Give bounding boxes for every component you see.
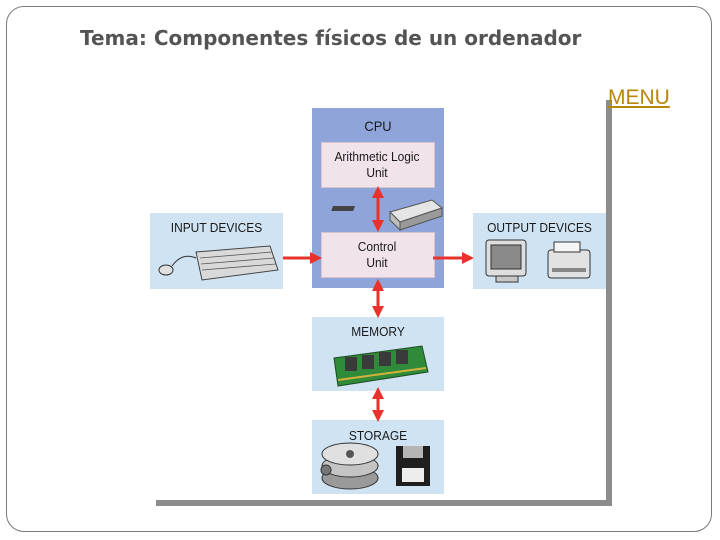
alu-label: Arithmetic Logic Unit: [334, 149, 420, 180]
slide-title: Tema: Componentes físicos de un ordenado…: [80, 26, 582, 50]
alu-box: [321, 142, 435, 188]
memory-chip-icon: [333, 345, 429, 387]
printer-icon: [331, 199, 444, 232]
storage-label: STORAGE: [348, 428, 408, 443]
hard-disk-icon: [320, 442, 379, 490]
control-unit-label: Control Unit: [357, 239, 397, 270]
cpu-label: CPU: [364, 118, 392, 134]
control-unit-box: [321, 232, 435, 278]
menu-link[interactable]: MENU: [608, 86, 670, 109]
output-devices-label: OUTPUT DEVICES: [487, 220, 592, 235]
keyboard-icon: [195, 245, 279, 281]
floppy-disk-icon: [396, 446, 430, 486]
memory-label: MEMORY: [351, 324, 405, 339]
output-printer-icon: [547, 241, 591, 279]
input-devices-label: INPUT DEVICES: [170, 220, 263, 235]
slide-frame: [6, 6, 712, 532]
monitor-icon: [485, 239, 527, 283]
mouse-icon: [158, 255, 197, 276]
